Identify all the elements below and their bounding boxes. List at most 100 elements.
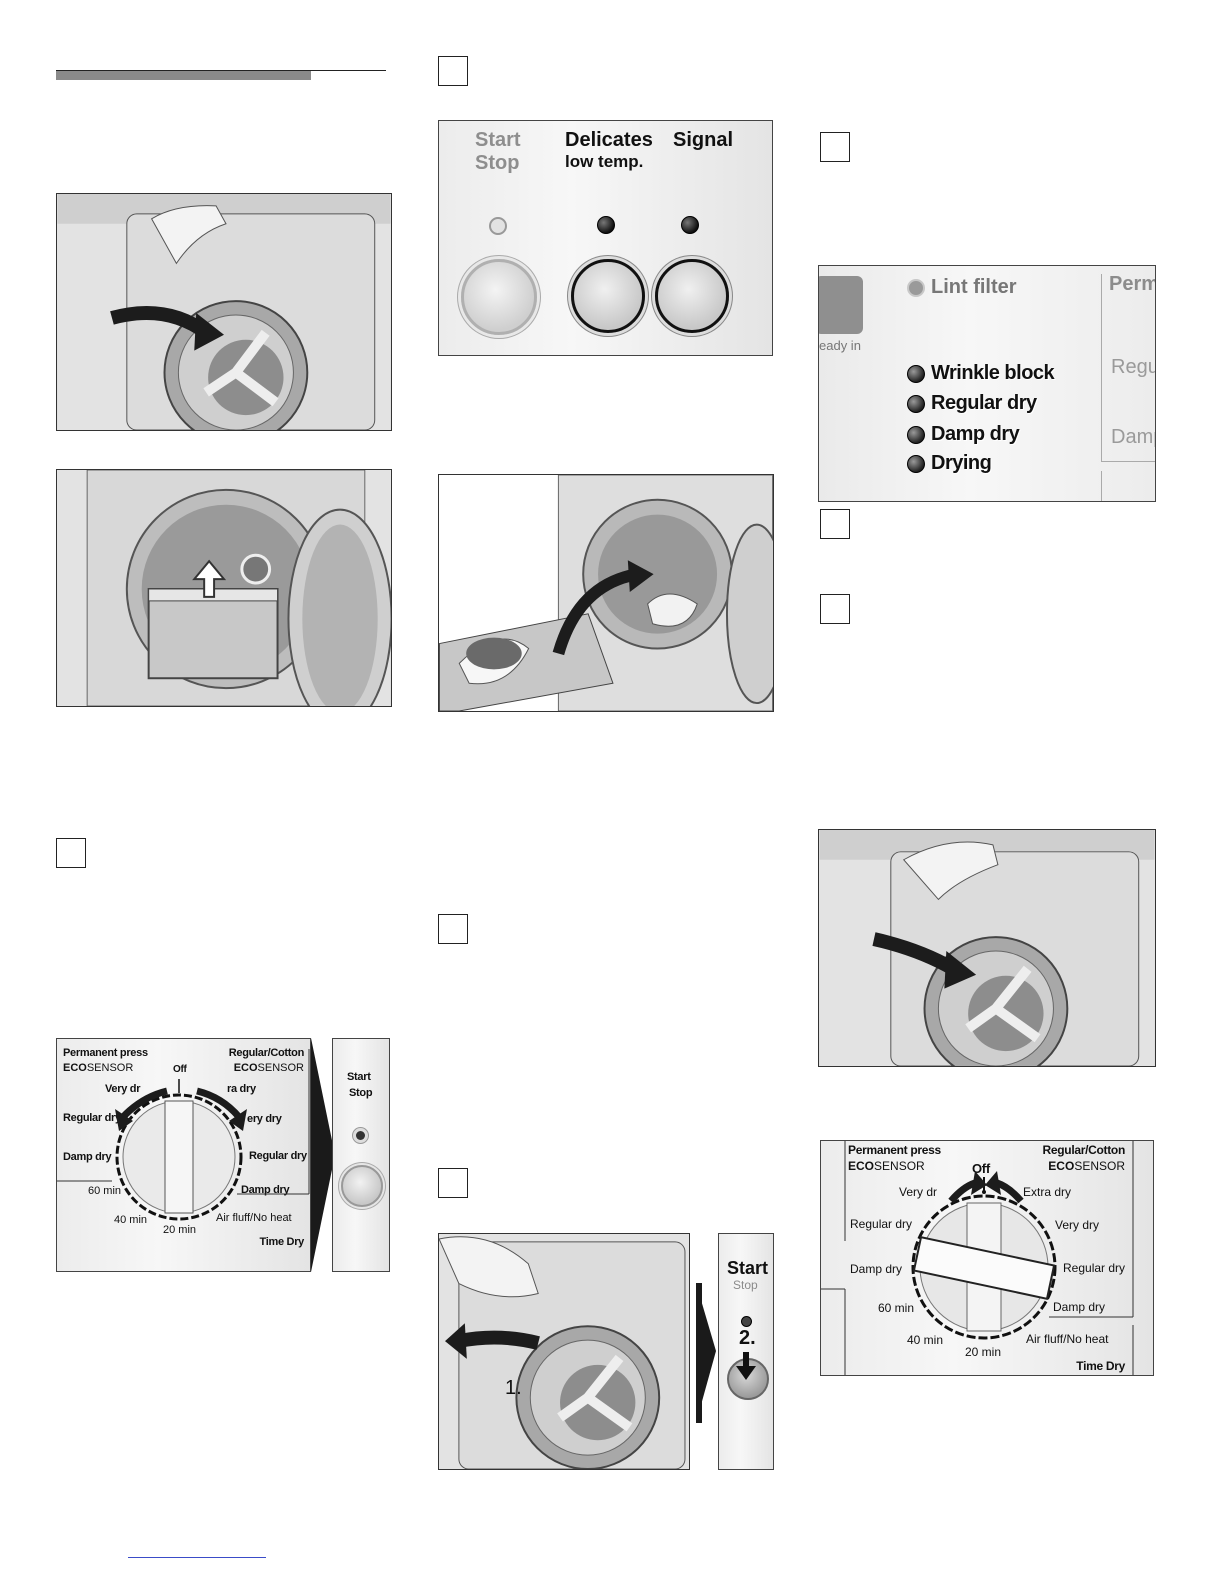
- eco-label: ECO: [1048, 1159, 1075, 1173]
- lint-filter-indicator: Lint filter: [907, 276, 1017, 299]
- wrinkle-block-led: [907, 364, 925, 383]
- arrow-to-start: [311, 1038, 335, 1272]
- 40-min-label: 40 min: [907, 1333, 944, 1347]
- regular-dry-right-label: Regular dry: [1063, 1261, 1126, 1275]
- time-dry-label: Time Dry: [259, 1236, 305, 1248]
- figure-load-laundry: [438, 474, 774, 712]
- damp-dry-right-label: Damp dry: [241, 1184, 290, 1196]
- signal-button[interactable]: [655, 259, 729, 333]
- start-label: Start: [475, 129, 521, 151]
- damp-dry-indicator: Damp dry: [907, 423, 1020, 446]
- drying-led: [907, 454, 925, 473]
- indicator-panel: eady in Lint filter Wrinkle block Regula…: [818, 265, 1156, 502]
- eco-sensor-right: ECOSENSOR: [1048, 1159, 1125, 1173]
- extra-dry-label: Extra dry: [1023, 1185, 1072, 1199]
- loading-illustration: [439, 475, 773, 711]
- start-led-blinking: [356, 1131, 365, 1140]
- step-box: [438, 914, 468, 944]
- very-dry-right-label: Very dry: [1055, 1218, 1100, 1232]
- stop-label: Stop: [349, 1087, 373, 1099]
- panel-divider: [1101, 274, 1102, 462]
- regular-dry-right-label: Regular dry: [249, 1150, 307, 1162]
- extra-dry-label: ra dry: [227, 1083, 256, 1095]
- regular-cotton-label: Regular/Cotton: [1042, 1143, 1126, 1157]
- time-dry-label: Time Dry: [1076, 1359, 1125, 1373]
- start-label: Start: [347, 1071, 371, 1083]
- start-stop-strip-2: Start Stop 2.: [718, 1233, 774, 1470]
- very-dry-left-label: Very dr: [899, 1185, 938, 1199]
- air-fluff-label: Air fluff/No heat: [216, 1212, 292, 1224]
- step-1-label: 1.: [505, 1377, 522, 1399]
- permanent-press-label: Permanent press: [848, 1143, 941, 1157]
- start-stop-strip: Start Stop: [332, 1038, 390, 1272]
- 60-min-label: 60 min: [88, 1185, 122, 1197]
- stop-label: Stop: [733, 1278, 758, 1292]
- step-box: [438, 1168, 468, 1198]
- regular-dry-led: [907, 394, 925, 413]
- footer-link-underline[interactable]: [128, 1557, 266, 1558]
- sensor-label: SENSOR: [1074, 1159, 1125, 1173]
- very-dry-left-label: Very dr: [105, 1083, 141, 1095]
- damp-dry-left-label: Damp dry: [850, 1262, 903, 1276]
- air-fluff-label: Air fluff/No heat: [1026, 1332, 1109, 1346]
- off-label: Off: [173, 1064, 187, 1075]
- regul-label: Regul: [1111, 356, 1155, 378]
- eco-label: ECO: [233, 1062, 258, 1074]
- step-2-label: 2.: [739, 1327, 756, 1349]
- regular-dry-indicator: Regular dry: [907, 392, 1037, 415]
- start-stop-button[interactable]: [461, 259, 537, 335]
- figure-close-door: [818, 829, 1156, 1067]
- step-box: [820, 594, 850, 624]
- eco-label: ECO: [63, 1062, 87, 1074]
- off-label: Off: [972, 1161, 990, 1176]
- eco-sensor-left: ECOSENSOR: [63, 1062, 133, 1074]
- 20-min-label: 20 min: [965, 1345, 1002, 1359]
- panel-divider: [1101, 461, 1155, 462]
- program-dial-panel: Permanent press ECOSENSOR Regular/Cotton…: [56, 1038, 311, 1272]
- damp-dry-led: [907, 425, 925, 444]
- 20-min-label: 20 min: [163, 1224, 197, 1236]
- close-door-illustration: [819, 830, 1155, 1066]
- eco-sensor-right: ECOSENSOR: [234, 1062, 304, 1074]
- wrinkle-block-label: Wrinkle block: [931, 362, 1055, 384]
- damp-label: Damp: [1111, 426, 1155, 448]
- stop-label: Stop: [475, 152, 520, 174]
- figure-door-start: 1.: [438, 1233, 690, 1470]
- control-panel-buttons: Start Stop Delicates low temp. Signal: [438, 120, 773, 356]
- very-dry-right-label: ery dry: [247, 1113, 282, 1125]
- lint-filter-label: Lint filter: [931, 276, 1017, 298]
- 40-min-label: 40 min: [114, 1214, 148, 1226]
- lint-filter-illustration: [57, 470, 391, 706]
- drying-label: Drying: [931, 452, 992, 474]
- regular-dry-left-label: Regular dry: [63, 1112, 121, 1124]
- sensor-label: SENSOR: [874, 1159, 925, 1173]
- delicates-label: Delicates: [565, 129, 653, 151]
- step-box: [56, 838, 86, 868]
- program-dial[interactable]: [821, 1141, 1154, 1376]
- permanent-press-label: Permanent press: [63, 1047, 148, 1059]
- wrinkle-block-indicator: Wrinkle block: [907, 362, 1055, 385]
- step-box: [820, 132, 850, 162]
- door-start-illustration: [439, 1234, 689, 1469]
- delicates-led: [597, 216, 615, 234]
- regular-cotton-label: Regular/Cotton: [228, 1047, 305, 1059]
- step-box: [438, 56, 468, 86]
- program-dial[interactable]: [57, 1039, 311, 1272]
- delicates-button[interactable]: [571, 259, 645, 333]
- panel-divider: [1101, 471, 1102, 501]
- start-label: Start: [727, 1258, 769, 1278]
- section-header-bar: [56, 71, 311, 80]
- lint-filter-led: [907, 278, 925, 297]
- sensor-label: SENSOR: [257, 1062, 304, 1074]
- start-stop-button[interactable]: [341, 1165, 383, 1207]
- program-dial-panel-off: Permanent press ECOSENSOR Regular/Cotton…: [820, 1140, 1154, 1376]
- press-arrow-icon: [736, 1352, 756, 1380]
- regular-dry-left-label: Regular dry: [850, 1217, 913, 1231]
- signal-led: [681, 216, 699, 234]
- regular-dry-label: Regular dry: [931, 392, 1037, 414]
- drying-indicator: Drying: [907, 452, 992, 475]
- arrow-to-start-2: [696, 1283, 716, 1423]
- figure-open-door: [56, 193, 392, 431]
- low-temp-label: low temp.: [565, 152, 644, 171]
- door-illustration: [57, 194, 391, 430]
